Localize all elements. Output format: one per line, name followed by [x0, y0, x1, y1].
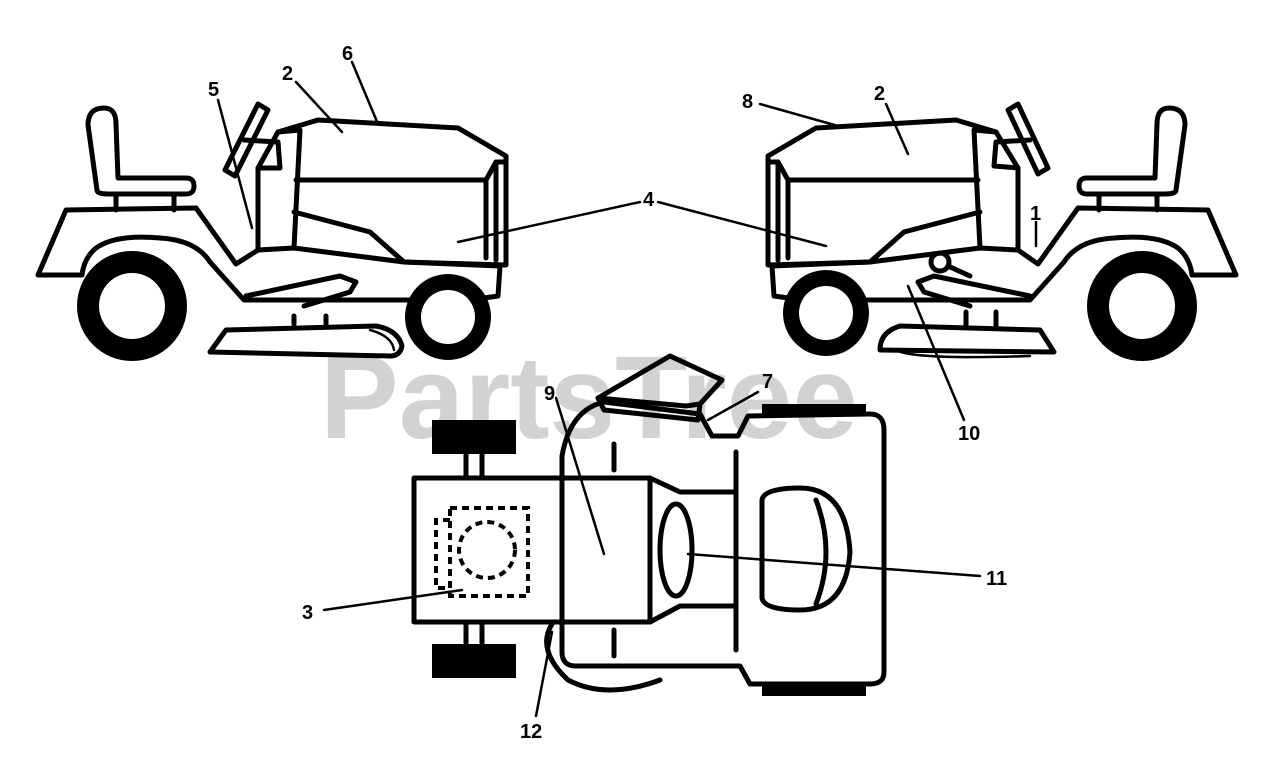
callout-8: 8	[742, 91, 753, 113]
callout-3: 3	[302, 602, 313, 624]
callout-6: 6	[342, 43, 353, 65]
callout-1: 1	[1030, 203, 1041, 225]
callout-labels: 5 2 6 4 8 2 1 10 7 9 3 11 12	[208, 43, 1041, 743]
tractor-left-side-view	[35, 101, 509, 361]
tractor-right-side-view	[765, 101, 1239, 361]
callout-5: 5	[208, 79, 219, 101]
watermark-text: PartsTree	[320, 332, 858, 464]
callout-10: 10	[958, 423, 980, 445]
callout-9: 9	[544, 383, 555, 405]
callout-2-right: 2	[874, 83, 885, 105]
tractor-top-view	[411, 353, 887, 696]
callout-12: 12	[520, 721, 542, 743]
callout-7: 7	[762, 371, 773, 393]
callout-2-left: 2	[282, 63, 293, 85]
leader-lines	[216, 60, 1038, 718]
callout-11: 11	[986, 568, 1007, 590]
callout-4: 4	[643, 189, 655, 211]
